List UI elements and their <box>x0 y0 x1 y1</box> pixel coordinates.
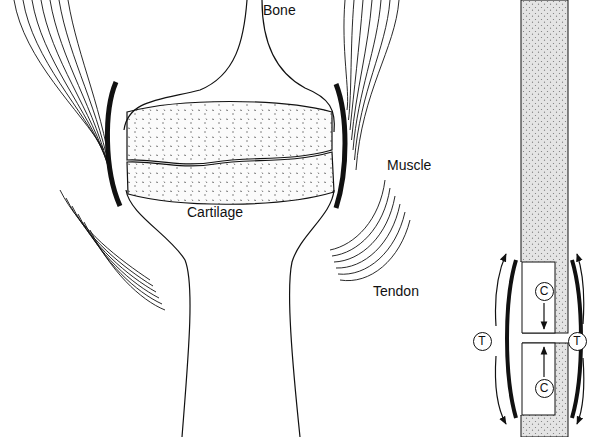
part-label: Cartilage <box>187 205 243 219</box>
part-label: Tendon <box>373 284 419 298</box>
muscle-fiber <box>356 0 399 170</box>
muscle-fiber <box>336 204 400 268</box>
muscle-fiber <box>90 230 165 310</box>
force-letter: T <box>478 335 485 347</box>
muscle-fiber <box>338 212 405 274</box>
part-label: Bone <box>263 3 296 17</box>
muscle-fiber <box>72 206 156 292</box>
muscle-fiber <box>355 0 391 160</box>
muscle-fiber <box>350 0 363 130</box>
muscle-fiber <box>41 0 109 168</box>
muscle-fiber <box>330 180 385 250</box>
force-letter: C <box>540 382 549 394</box>
part-label: Muscle <box>387 158 431 172</box>
muscle-fiber <box>78 214 159 298</box>
force-circle: C <box>535 282 554 301</box>
force-letter: T <box>573 335 580 347</box>
muscle-fiber <box>353 0 381 150</box>
muscle-fiber <box>340 220 410 281</box>
force-circle: C <box>535 379 554 398</box>
force-circle: T <box>568 332 587 351</box>
muscle-fiber <box>32 0 107 162</box>
muscle-fiber <box>59 0 112 180</box>
force-letter: C <box>540 285 549 297</box>
force-circle: T <box>473 332 492 351</box>
muscle-fiber <box>66 198 153 286</box>
muscle-fiber <box>68 0 113 186</box>
muscle-fiber <box>84 222 162 304</box>
muscle-fiber <box>60 190 150 280</box>
muscle-fiber <box>352 0 373 140</box>
muscle-fiber <box>344 0 348 110</box>
muscle-fiber <box>50 0 110 174</box>
